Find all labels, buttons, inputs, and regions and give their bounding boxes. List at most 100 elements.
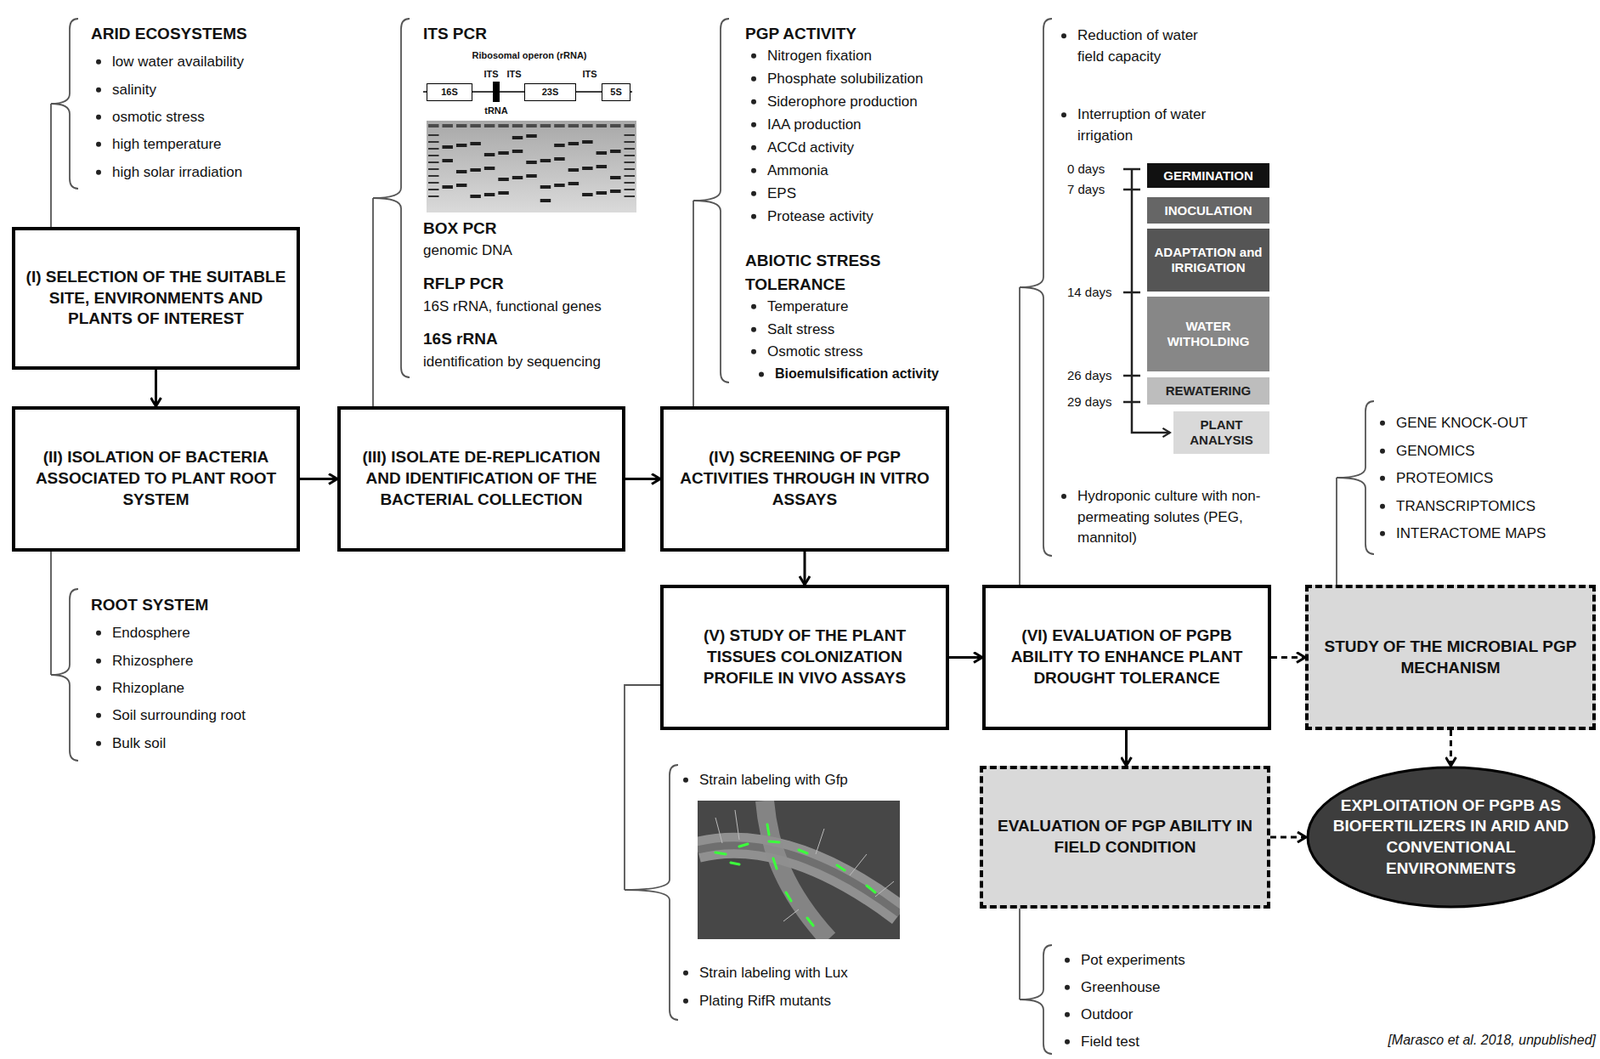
list-item: Salt stress [767,321,835,339]
box-text: 16S [440,86,458,97]
microscopy-ground [697,800,900,939]
gel-band [428,147,439,150]
list-item: Soil surrounding root [112,706,246,724]
brace-stem [1018,908,1021,1000]
list-item: EPS [767,185,797,203]
gel-band [428,181,439,184]
process-box: (II) ISOLATION OF BACTERIA ASSOCIATED TO… [11,406,300,552]
box-text: (I) SELECTION OF THE SUITABLE SITE, ENVI… [25,266,287,330]
flow-arrow [625,477,661,481]
time-label: 14 days [1067,284,1113,300]
process-box: (V) STUDY OF THE PLANT TISSUES COLONIZAT… [660,584,950,730]
curly-brace [50,588,79,761]
list-item: Temperature [767,298,849,316]
credit-note: [Marasco et al. 2018, unpublished] [1387,1031,1596,1048]
box-text: PLANT ANALYSIS [1176,417,1267,448]
flow-arrow [299,477,338,481]
list-item: Outdoor [1080,1006,1133,1024]
process-box: (VI) EVALUATION OF PGPB ABILITY TO ENHAN… [982,584,1272,730]
gel-band [610,189,621,193]
gene-label: tRNA [484,105,509,117]
gel-well [582,124,593,128]
gel-well [428,124,439,128]
box-text: (IV) SCREENING OF PGP ACTIVITIES THROUGH… [673,446,936,510]
list-heading: RFLP PCR [423,274,504,294]
list-item: Bioemulsification activity [774,365,939,382]
box-text: REWATERING [1165,383,1252,399]
gel-well [624,124,635,128]
list-item: Field test [1080,1033,1140,1051]
curly-brace [624,764,679,1020]
list-item: PROTEOMICS [1396,469,1493,487]
brace-stem [1335,477,1338,585]
gel-band [624,141,635,143]
gene-box: 23S [524,83,577,102]
curly-brace [1019,18,1052,556]
list-item: TRANSCRIPTOMICS [1396,497,1536,515]
box-text: (III) ISOLATE DE-REPLICATION AND IDENTIF… [350,446,612,510]
gene-label: ITS [483,68,498,80]
gel-well [512,124,523,128]
gene-label: Ribosomal operon (rRNA) [471,50,587,62]
list-item: Rhizosphere [112,652,193,670]
gel-well [540,124,551,128]
gel-band [554,157,565,161]
gel-band [624,154,635,157]
list-item: IAA production [767,116,862,134]
trna-gene [492,81,500,102]
gel-band [456,183,467,187]
list-item: Bulk soil [112,734,166,752]
curly-brace [1019,944,1052,1054]
list-heading: ARID ECOSYSTEMS [90,24,248,45]
box-text: GERMINATION [1163,168,1254,184]
list-text: identification by sequencing [423,353,601,371]
result-ellipse: EXPLOITATION OF PGPB AS BIOFERTILIZERS I… [1306,765,1596,909]
list-item: Osmotic stress [767,343,863,361]
gel-band [624,188,635,191]
box-text: 5S [610,86,622,97]
gel-band [624,181,635,184]
gel-band [428,195,439,198]
gel-band [582,140,593,144]
ellipse-shape [1307,767,1595,907]
list-item: Greenhouse [1080,978,1161,996]
list-item: Reduction of water field capacity [1077,25,1222,68]
list-heading: 16S rRNA [423,329,498,350]
gel-band [610,175,621,180]
list-item: Endosphere [112,624,191,642]
list-item: Ammonia [767,162,829,180]
gel-well [497,124,509,128]
box-text: (VI) EVALUATION OF PGPB ABILITY TO ENHAN… [995,625,1258,689]
gel-well [596,124,607,128]
gel-well [554,124,565,128]
gel-band [484,152,495,157]
list-item: Hydroponic culture with non-permeating s… [1077,486,1286,549]
brace-stem [50,103,52,227]
gel-band [596,151,607,155]
gel-band [428,134,439,136]
list-item: Plating RifR mutants [699,992,832,1010]
box-text: (II) ISOLATION OF BACTERIA ASSOCIATED TO… [25,446,287,510]
list-item: Siderophore production [767,93,918,111]
list-item: ACCd activity [767,139,854,157]
gel-band [456,143,467,147]
process-box: (IV) SCREENING OF PGP ACTIVITIES THROUGH… [660,406,950,552]
list-item: INTERACTOME MAPS [1396,525,1546,543]
gel-band [497,177,509,181]
list-item: high temperature [112,135,222,153]
gel-well [441,124,453,128]
box-text: EXPLOITATION OF PGPB AS BIOFERTILIZERS I… [1327,795,1576,880]
gel-band [469,141,481,146]
curly-brace [693,18,730,383]
gel-bands [428,124,635,203]
gel-band [441,185,453,189]
gene-label: ITS [506,68,521,80]
dashed-box: EVALUATION OF PGP ABILITY IN FIELD CONDI… [979,765,1271,909]
brace-stem [372,197,374,407]
gel-band [497,191,509,195]
gel-band [469,194,481,198]
gene-label: ITS [582,68,597,80]
gel-well [610,124,621,128]
gel-band [441,158,453,163]
timeline-step: WATER WITHOLDING [1147,296,1270,372]
